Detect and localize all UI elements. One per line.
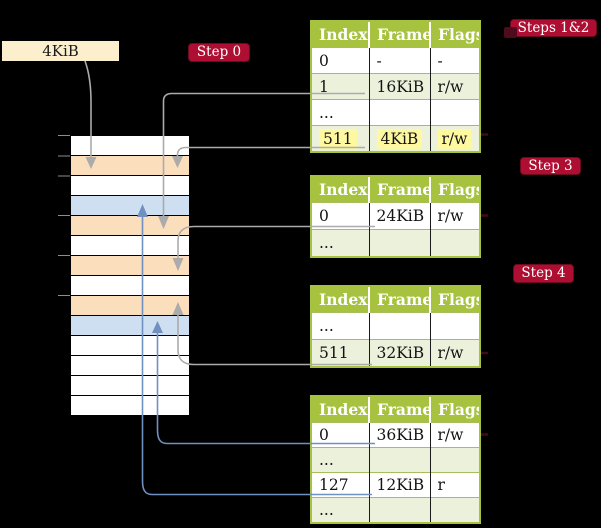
table-cell: ... [312, 312, 370, 340]
badge-step-3: Step 3 [520, 157, 581, 175]
table-row: 127 12KiB r [312, 472, 479, 498]
badge-step-0: Step 0 [188, 43, 250, 62]
column-header-index: Index [312, 177, 370, 203]
table-row: ... [312, 99, 479, 126]
table-cell: r/w [430, 339, 479, 366]
table-cell: 0 [312, 202, 370, 230]
page-table-1: Index Frame Flags 0 - - 1 16KiB r/w ... [310, 20, 481, 153]
table-cell: r/w [430, 73, 479, 100]
memory-frame-row-white [71, 396, 189, 415]
table-cell: r/w [430, 202, 479, 230]
table-cell: 0 [312, 47, 370, 74]
column-header-frame: Frame [369, 22, 431, 48]
table-row: ... [312, 312, 479, 340]
table-cell: r/w [430, 125, 479, 151]
memory-frame-row-orange [71, 296, 189, 316]
table-cell: 32KiB [369, 339, 431, 366]
column-header-flags: Flags [430, 177, 479, 203]
column-header-index: Index [312, 397, 370, 423]
table-cell: - [430, 47, 479, 74]
page-table-3: Index Frame Flags ... 511 32KiB r/w [310, 285, 481, 368]
table-cell: 1 [312, 73, 370, 100]
table-cell: 511 [312, 125, 370, 151]
badge-steps-1-2: Steps 1&2 [510, 19, 597, 37]
table-cell: 0 [312, 422, 370, 448]
table-cell: 24KiB [369, 202, 431, 230]
column-header-index: Index [312, 287, 370, 313]
memory-frame-row-white [71, 236, 189, 256]
table-cell [369, 447, 431, 473]
table-header-row: Index Frame Flags [312, 177, 479, 203]
table-cell [430, 312, 479, 340]
highlighted-value: 4KiB [376, 128, 423, 149]
table-cell: 127 [312, 472, 370, 498]
table-cell: ... [312, 229, 370, 256]
table-cell [430, 99, 479, 126]
table-cell: 12KiB [369, 472, 431, 498]
memory-column [70, 135, 190, 416]
memory-frame-row-orange [71, 216, 189, 236]
memory-frame-row-blue [71, 196, 189, 216]
memory-frame-row-orange [71, 156, 189, 176]
page-table-4: Index Frame Flags 0 36KiB r/w ... 127 12… [310, 395, 481, 524]
table-row: ... [312, 447, 479, 473]
memory-frame-row-white [71, 336, 189, 356]
table-cell [369, 312, 431, 340]
table-row: 0 24KiB r/w [312, 202, 479, 230]
table-cell [369, 99, 431, 126]
column-header-flags: Flags [430, 22, 479, 48]
table-cell: ... [312, 497, 370, 522]
table-cell: r/w [430, 422, 479, 448]
table-cell: 36KiB [369, 422, 431, 448]
badge-step-4: Step 4 [513, 264, 574, 283]
table-row: ... [312, 229, 479, 256]
highlighted-value: 511 [319, 128, 357, 149]
memory-frame-row-white [71, 276, 189, 296]
table-cell: ... [312, 99, 370, 126]
memory-frame-row-white [71, 136, 189, 156]
memory-frame-row-white [71, 176, 189, 196]
table-row: 0 - - [312, 47, 479, 74]
table-cell: 511 [312, 339, 370, 366]
table-cell [430, 497, 479, 522]
table-header-row: Index Frame Flags [312, 287, 479, 313]
column-header-index: Index [312, 22, 370, 48]
column-header-frame: Frame [369, 177, 431, 203]
table-row: 511 32KiB r/w [312, 339, 479, 366]
table-row: ... [312, 497, 479, 522]
memory-frame-row-blue [71, 316, 189, 336]
table-cell: ... [312, 447, 370, 473]
table-cell: 16KiB [369, 73, 431, 100]
page-table-2: Index Frame Flags 0 24KiB r/w ... [310, 175, 481, 258]
column-header-flags: Flags [430, 287, 479, 313]
column-header-frame: Frame [369, 287, 431, 313]
table-header-row: Index Frame Flags [312, 22, 479, 48]
table-cell [369, 229, 431, 256]
table-row-highlighted: 511 4KiB r/w [312, 125, 479, 151]
memory-frame-row-orange [71, 256, 189, 276]
table-header-row: Index Frame Flags [312, 397, 479, 423]
table-cell: r [430, 472, 479, 498]
step-arrow-remnants [481, 133, 488, 436]
memory-frame-row-white [71, 376, 189, 396]
table-row: 1 16KiB r/w [312, 73, 479, 100]
table-cell [369, 497, 431, 522]
column-header-frame: Frame [369, 397, 431, 423]
table-cell [430, 447, 479, 473]
table-cell: 4KiB [369, 125, 431, 151]
table-row: 0 36KiB r/w [312, 422, 479, 448]
highlighted-value: r/w [437, 128, 472, 149]
table-cell: - [369, 47, 431, 74]
frame-size-box: 4KiB [2, 41, 119, 61]
memory-frame-row-white [71, 356, 189, 376]
table-cell [430, 229, 479, 256]
memory-tick-marks [58, 135, 70, 296]
column-header-flags: Flags [430, 397, 479, 423]
